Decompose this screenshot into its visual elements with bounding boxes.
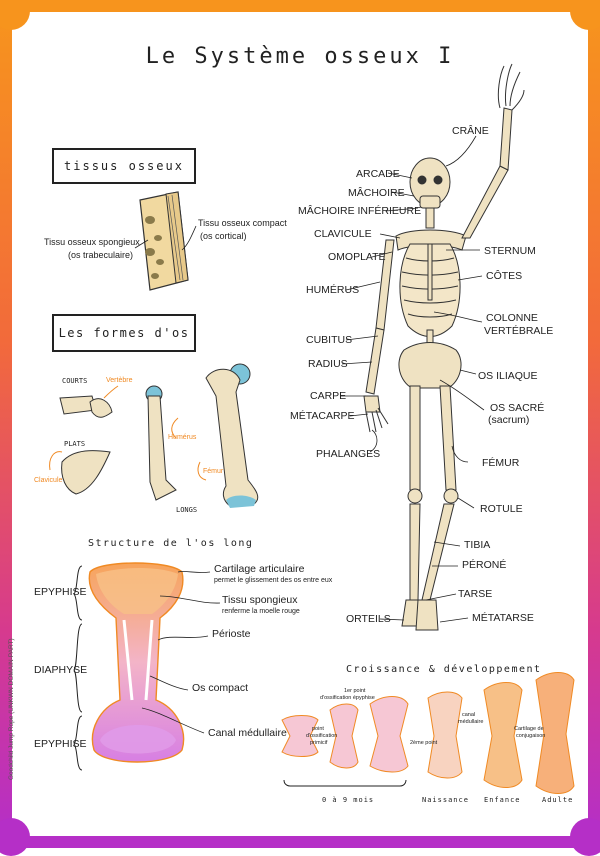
spongieux-label: Tissu spongieux	[222, 594, 298, 606]
label-crane: CRÂNE	[452, 125, 489, 137]
compact-bone-label: Os compact	[192, 682, 249, 694]
credit-text: Goodchild Jump Rope (UNKWN DOMAIN-PART)	[8, 638, 15, 780]
cartilage-desc: permet le glissement des os entre eux	[214, 577, 333, 584]
label-rotule: ROTULE	[480, 503, 523, 515]
longs-label: LONGS	[176, 506, 198, 514]
label-cubitus: CUBITUS	[306, 334, 353, 346]
skeleton-illustration	[363, 63, 525, 631]
cartilage-label: Cartilage articulaire	[214, 563, 305, 575]
spongy-label: Tissu osseux spongieux	[44, 237, 140, 247]
label-metatarse: MÉTATARSE	[472, 612, 534, 624]
vertebre-label: Vertèbre	[106, 377, 133, 384]
label-clavicule: CLAVICULE	[314, 228, 372, 240]
conjugaison-label-1: Cartilage de	[514, 726, 544, 732]
label-radius: RADIUS	[308, 358, 348, 370]
formes-heading: Les formes d'os	[52, 314, 196, 352]
periosteum-label: Périoste	[212, 628, 251, 640]
label-femur: FÉMUR	[482, 457, 520, 469]
label-arcade: ARCADE	[356, 168, 400, 180]
stage-label-adulte: Adulte	[542, 796, 574, 804]
label-orteils: ORTEILS	[346, 613, 391, 625]
primary-point-label-1: point	[312, 726, 324, 732]
conjugaison-label-2: conjugaison	[516, 733, 546, 739]
label-carpe: CARPE	[310, 390, 347, 402]
compact-label: Tissu osseux compact	[198, 218, 287, 228]
epiphyse-bottom-label: EPYPHISE	[34, 738, 87, 750]
label-sternum: STERNUM	[484, 245, 536, 257]
second-point-label: 2ème point	[410, 740, 438, 746]
humerus-illustration	[145, 385, 179, 501]
femur-illustration	[197, 363, 259, 508]
clavicule-shape-label: Clavicule	[34, 477, 63, 484]
primary-point-label-2: d'ossification	[306, 733, 338, 739]
label-sacrum: (sacrum)	[488, 414, 530, 426]
diaphyse-label: DIAPHYSE	[34, 664, 88, 676]
humerus-shape-label: Humérus	[168, 434, 197, 441]
courts-label: COURTS	[62, 377, 88, 385]
label-humerus: HUMÉRUS	[306, 284, 360, 296]
label-metacarpe: MÉTACARPE	[290, 410, 355, 422]
skeleton-leader-lines	[340, 135, 485, 623]
growth-stage-bones	[281, 672, 575, 794]
croissance-heading: Croissance & développement	[346, 664, 542, 675]
structure-heading: Structure de l'os long	[88, 538, 254, 549]
plats-label: PLATS	[64, 440, 86, 448]
label-perone: PÉRONÉ	[462, 559, 507, 571]
canal-label: Canal médullaire	[208, 727, 287, 739]
flat-bone-illustration	[49, 450, 111, 495]
label-omoplate: OMOPLATE	[328, 251, 386, 263]
label-os-sacre: OS SACRÉ	[490, 402, 545, 414]
label-cotes: CÔTES	[486, 270, 523, 282]
compact-sub: (os cortical)	[200, 231, 247, 241]
label-tarse: TARSE	[458, 588, 493, 600]
stage-label-0-9: 0 à 9 mois	[322, 796, 375, 804]
spongieux-desc: renferme la moelle rouge	[222, 608, 300, 615]
label-colonne: COLONNE	[486, 312, 538, 324]
label-os-iliaque: OS ILIAQUE	[478, 370, 538, 382]
tissus-heading: tissus osseux	[52, 148, 196, 184]
bone-tissue-illustration	[134, 191, 197, 291]
label-machoire: MÂCHOIRE	[348, 187, 405, 199]
canal-growth-label-1: canal	[462, 712, 476, 718]
long-bone-structure	[73, 562, 221, 771]
stage-label-enfance: Enfance	[484, 796, 521, 804]
stage-label-naissance: Naissance	[422, 796, 469, 804]
epiphyse-top-label: EPYPHISE	[34, 586, 87, 598]
canal-growth-label-2: médullaire	[458, 719, 484, 725]
label-phalanges: PHALANGES	[316, 448, 381, 460]
first-point-label-2: d'ossification épyphise	[320, 695, 375, 701]
short-bone-illustration	[59, 385, 119, 418]
spongy-sub: (os trabeculaire)	[68, 250, 134, 260]
femur-shape-label: Fémur	[203, 468, 224, 475]
primary-point-label-3: primicif	[310, 740, 328, 746]
label-vertebrale: VERTÉBRALE	[484, 325, 554, 337]
first-point-label-1: 1er point	[344, 688, 366, 694]
label-machoire-inferieure: MÂCHOIRE INFÉRIEURE	[298, 205, 422, 217]
page-title: Le Système osseux I	[145, 44, 455, 69]
label-tibia: TIBIA	[464, 539, 491, 551]
